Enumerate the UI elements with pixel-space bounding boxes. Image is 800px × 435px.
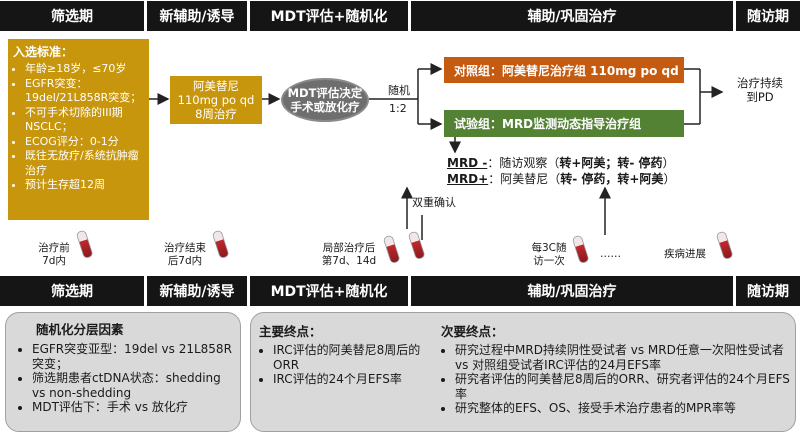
timepoint-neoadjuvant-end: 治疗结束 后7d内 (158, 242, 212, 268)
phase-label: 辅助/巩固治疗 (527, 284, 617, 300)
secondary-endpoints-list: 研究过程中MRD持续阴性受试者 vs MRD任意一次阳性受试者vs 对照组受试者… (441, 343, 793, 416)
phase-screening-footer: 筛选期 (0, 276, 144, 306)
stratification-item: EGFR突变亚型：19del vs 21L858R突变； (32, 342, 232, 371)
experimental-arm-box: 试验组：MRD监测动态指导治疗组 (444, 110, 684, 137)
secondary-endpoints-title: 次要终点： (441, 324, 504, 339)
mrd-negative-line: MRD -：随访观察（转+阿美；转- 停药） (447, 156, 675, 170)
phase-label: MDT评估+随机化 (270, 9, 388, 25)
phase-screening-header: 筛选期 (0, 1, 144, 31)
primary-endpoints: 主要终点： IRC评估的阿美替尼8周后的ORR IRC评估的24个月EFS率 (259, 321, 427, 387)
drug-name: 阿美替尼 (193, 79, 239, 93)
phase-neoadjuvant-footer: 新辅助/诱导 (147, 276, 247, 306)
phase-label: 随访期 (747, 9, 789, 25)
stratification-panel: 随机化分层因素 EGFR突变亚型：19del vs 21L858R突变； 筛选期… (5, 312, 241, 432)
outcome-line1: 治疗持续 (737, 76, 783, 90)
inclusion-item: ECOG评分：0-1分 (25, 135, 144, 150)
mrd-negative-label: MRD - (447, 156, 488, 170)
stratification-title: 随机化分层因素 (36, 322, 124, 337)
stratification-item: 筛选期患者ctDNA状态：shedding vs non-shedding (32, 371, 232, 400)
inclusion-list: 年龄≥18岁，≤70岁 EGFR突变：19del/21L858R突变； 不可手术… (13, 62, 144, 193)
mrd-positive-label: MRD+ (447, 172, 489, 186)
inclusion-item: 预计生存超12周 (25, 178, 144, 193)
mdt-line1: MDT评估决定 (287, 86, 363, 100)
phase-mdt-header: MDT评估+随机化 (250, 1, 408, 31)
control-arm-box: 对照组：阿美替尼治疗组 110mg po qd (444, 57, 684, 83)
primary-endpoint-item: IRC评估的阿美替尼8周后的ORR (273, 343, 427, 372)
phase-label: 随访期 (747, 284, 789, 300)
inclusion-item: 不可手术切除的III期NSCLC； (25, 106, 144, 135)
phase-label: MDT评估+随机化 (270, 284, 388, 300)
inclusion-item: 既往无放疗/系统抗肿瘤治疗 (25, 149, 144, 178)
primary-endpoints-title: 主要终点： (259, 324, 322, 339)
mdt-line2: 手术或放化疗 (290, 100, 360, 114)
primary-endpoint-item: IRC评估的24个月EFS率 (273, 372, 427, 387)
phase-label: 筛选期 (51, 284, 93, 300)
timepoint-line: 治疗结束 (164, 242, 206, 254)
mrd-positive-end: ） (663, 172, 676, 186)
drug-dose: 110mg po qd (177, 93, 255, 107)
control-arm-label: 对照组：阿美替尼治疗组 110mg po qd (454, 63, 679, 78)
timepoint-screening: 治疗前 7d内 (33, 242, 75, 268)
primary-endpoints-list: IRC评估的阿美替尼8周后的ORR IRC评估的24个月EFS率 (259, 343, 427, 387)
randomize-label: 随机 (388, 84, 410, 97)
timepoint-every-3-cycles: 每3C随 访一次 (524, 242, 574, 268)
blood-tube-icon (572, 235, 589, 263)
timepoint-line: 局部治疗后 (322, 242, 376, 254)
mrd-positive-rule: 转- 停药，转+阿美 (560, 172, 664, 186)
mrd-negative-text: ：随访观察（ (487, 156, 560, 170)
timepoint-line: 7d内 (42, 255, 66, 267)
stratification-item: MDT评估下：手术 vs 放化疗 (32, 400, 232, 415)
blood-tube-icon (76, 230, 93, 258)
mrd-positive-line: MRD+：阿美替尼（转- 停药，转+阿美） (447, 172, 675, 186)
timepoint-line: 第7d、14d (321, 255, 377, 267)
mrd-negative-end: ） (662, 156, 675, 170)
phase-neoadjuvant-header: 新辅助/诱导 (147, 1, 247, 31)
experimental-arm-label: 试验组：MRD监测动态指导治疗组 (454, 117, 642, 131)
phase-label: 筛选期 (51, 9, 93, 25)
mdt-decision-ellipse: MDT评估决定手术或放化疗 (281, 78, 369, 122)
outcome-text: 治疗持续 到PD (724, 76, 796, 104)
induction-drug-box: 阿美替尼 110mg po qd 8周治疗 (170, 76, 262, 124)
timepoint-line: 每3C随 (531, 242, 567, 254)
blood-tube-icon (383, 235, 400, 263)
phase-mdt-footer: MDT评估+随机化 (250, 276, 408, 306)
secondary-endpoint-item: 研究者评估的阿美替尼8周后的ORR、研究者评估的24个月EFS率 (455, 372, 793, 401)
inclusion-item: 年龄≥18岁，≤70岁 (25, 62, 144, 77)
endpoints-panel: 主要终点： IRC评估的阿美替尼8周后的ORR IRC评估的24个月EFS率 次… (250, 312, 796, 432)
phase-label: 新辅助/诱导 (159, 284, 235, 300)
drug-duration: 8周治疗 (195, 107, 237, 121)
randomize-ratio: 1:2 (389, 102, 407, 115)
secondary-endpoints: 次要终点： 研究过程中MRD持续阴性受试者 vs MRD任意一次阳性受试者vs … (441, 321, 793, 416)
secondary-endpoint-item: 研究过程中MRD持续阴性受试者 vs MRD任意一次阳性受试者vs 对照组受试者… (455, 343, 793, 372)
phase-followup-header: 随访期 (736, 1, 800, 31)
phase-adjuvant-footer: 辅助/巩固治疗 (411, 276, 733, 306)
phase-label: 辅助/巩固治疗 (527, 9, 617, 25)
inclusion-item: EGFR突变：19del/21L858R突变； (25, 77, 144, 106)
phase-label: 新辅助/诱导 (159, 9, 235, 25)
stratification-list: EGFR突变亚型：19del vs 21L858R突变； 筛选期患者ctDNA状… (18, 342, 232, 415)
blood-tube-icon (716, 231, 733, 259)
timepoint-line: 治疗前 (38, 242, 70, 254)
inclusion-criteria-box: 入选标准： 年龄≥18岁，≤70岁 EGFR突变：19del/21L858R突变… (8, 39, 149, 220)
inclusion-title: 入选标准： (13, 45, 74, 59)
timepoint-line: 后7d内 (167, 255, 203, 267)
phase-followup-footer: 随访期 (736, 276, 800, 306)
phase-adjuvant-header: 辅助/巩固治疗 (411, 1, 733, 31)
secondary-endpoint-item: 研究整体的EFS、OS、接受手术治疗患者的MPR率等 (455, 401, 793, 416)
timepoint-progression: 疾病进展 (664, 248, 706, 260)
mrd-positive-text: ：阿美替尼（ (488, 172, 561, 186)
mrd-negative-rule: 转+阿美；转- 停药 (559, 156, 663, 170)
blood-tube-icon (408, 231, 425, 259)
outcome-line2: 到PD (746, 90, 774, 104)
blood-tube-icon (212, 230, 229, 258)
timepoint-line: 访一次 (533, 255, 565, 267)
double-confirm-label: 双重确认 (412, 196, 456, 209)
timepoint-ellipsis: …… (600, 248, 621, 260)
timepoint-local-therapy: 局部治疗后 第7d、14d (316, 242, 382, 268)
